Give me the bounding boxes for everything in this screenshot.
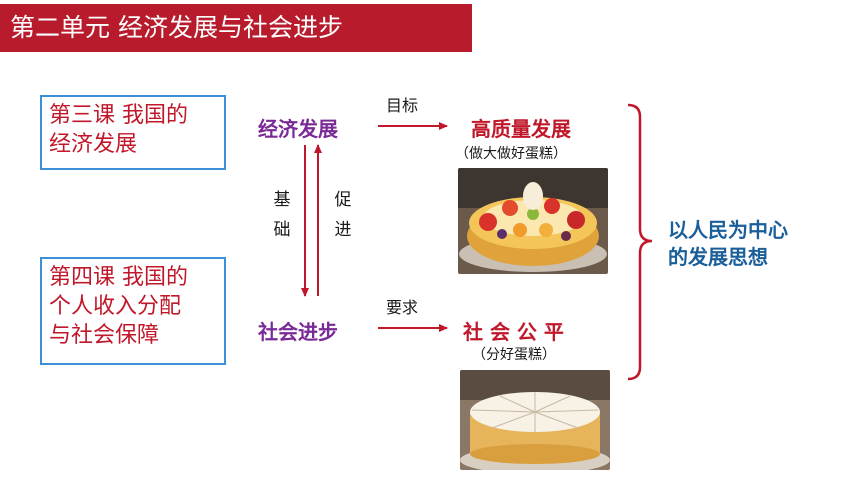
label-requirement: 要求 (386, 298, 419, 317)
lesson-4-line-1: 第四课 我国的 (49, 265, 188, 290)
target-high-quality-sub: （做大做好蛋糕） (455, 146, 567, 162)
label-basis-char-1: 基 (273, 190, 291, 210)
node-social-progress: 社会进步 (258, 320, 338, 344)
sponge-cake-image (460, 370, 610, 470)
lesson-3-line-2: 经济发展 (49, 132, 138, 157)
node-economic-development: 经济发展 (258, 117, 338, 141)
lesson-4-line-2: 个人收入分配 (49, 294, 182, 319)
grouping-bracket (627, 103, 653, 381)
target-high-quality-development: 高质量发展 (471, 117, 571, 141)
label-basis: 基 础 (272, 185, 292, 245)
target-social-fairness: 社 会 公 平 (463, 320, 564, 344)
people-centered-line-1: 以人民为中心 (668, 218, 788, 242)
target-social-fairness-sub: （分好蛋糕） (472, 347, 556, 363)
people-centered-idea: 以人民为中心 的发展思想 (668, 217, 788, 271)
label-promote: 促 进 (333, 185, 353, 245)
label-promote-char-1: 促 (334, 190, 352, 210)
lesson-4-line-3: 与社会保障 (49, 323, 160, 348)
label-basis-char-2: 础 (273, 220, 291, 240)
lesson-4-box: 第四课 我国的 个人收入分配 与社会保障 (40, 257, 226, 365)
label-promote-char-2: 进 (334, 220, 352, 240)
label-goal: 目标 (386, 96, 419, 115)
fruit-cake-image (458, 168, 608, 274)
page-title: 第二单元 经济发展与社会进步 (10, 13, 343, 42)
people-centered-line-2: 的发展思想 (668, 245, 768, 269)
title-banner: 第二单元 经济发展与社会进步 (0, 4, 472, 52)
lesson-3-line-1: 第三课 我国的 (49, 103, 188, 128)
lesson-3-box: 第三课 我国的 经济发展 (40, 95, 226, 170)
